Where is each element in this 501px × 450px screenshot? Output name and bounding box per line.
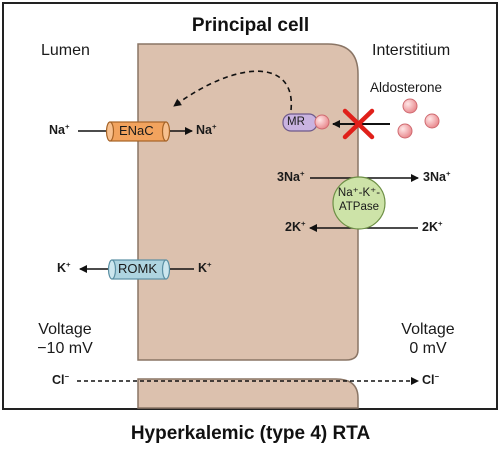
lumen-label: Lumen (41, 42, 90, 59)
lumen-voltage-value: −10 mV (37, 340, 93, 357)
ion-symbol: 2K (285, 220, 301, 234)
interstitium-voltage: Voltage 0 mV (392, 320, 464, 358)
bound-ligand (314, 114, 330, 130)
mr-label: MR (287, 116, 305, 128)
k2-in-label: 2K+ (422, 218, 443, 234)
block-x-icon (342, 108, 375, 140)
k2-out-label: 2K+ (285, 218, 306, 234)
pump-label-line1: Na⁺-K⁺- (337, 187, 381, 199)
k-out-label: K+ (57, 259, 71, 275)
cl-right-label: Cl− (422, 371, 440, 387)
aldosterone-label: Aldosterone (370, 80, 443, 95)
aldosterone-molecule (424, 113, 440, 129)
ion-symbol: K (198, 261, 208, 275)
ion-symbol: Cl (52, 373, 65, 387)
ion-symbol: 3Na (423, 170, 446, 184)
k-in-label: K+ (198, 259, 212, 275)
charge: + (207, 259, 212, 269)
charge: + (445, 168, 451, 178)
charge: − (434, 371, 440, 381)
lumen-voltage: Voltage −10 mV (29, 320, 101, 358)
mr-signal-arrow (173, 70, 292, 111)
interstitium-voltage-value: 0 mV (409, 340, 447, 357)
neighbor-cell (137, 378, 359, 409)
interstitium-voltage-label: Voltage (401, 321, 455, 338)
romk-cap-left (107, 259, 117, 280)
charge: + (211, 121, 217, 131)
lumen-voltage-label: Voltage (38, 321, 92, 338)
charge: + (66, 259, 71, 269)
romk-label: ROMK (118, 261, 157, 276)
ion-symbol: 2K (422, 220, 438, 234)
pump-label: Na⁺-K⁺- ATPase (333, 186, 385, 214)
principal-cell (137, 43, 359, 361)
ion-symbol: Na (49, 123, 65, 137)
enac-cap-left (105, 121, 115, 142)
enac-label: ENaC (119, 123, 154, 138)
na-in-label: Na+ (49, 121, 70, 137)
romk-cap-right (161, 259, 171, 280)
pump-label-line2: ATPase (338, 201, 380, 213)
diagram-caption: Hyperkalemic (type 4) RTA (130, 423, 371, 444)
diagram-title: Principal cell (191, 15, 310, 36)
charge: + (299, 168, 305, 178)
ion-symbol: Na (196, 123, 212, 137)
na-out-label: Na+ (196, 121, 217, 137)
cl-left-label: Cl− (52, 371, 70, 387)
ion-symbol: Cl (422, 373, 435, 387)
charge: − (64, 371, 70, 381)
enac-cap-right (161, 121, 171, 142)
aldosterone-molecule (397, 123, 413, 139)
na3-in-label: 3Na+ (277, 168, 305, 184)
charge: + (437, 218, 443, 228)
charge: + (64, 121, 70, 131)
ion-symbol: K (57, 261, 67, 275)
na3-out-label: 3Na+ (423, 168, 451, 184)
na-k-atpase-pump (332, 176, 386, 230)
charge: + (300, 218, 306, 228)
aldosterone-molecule (402, 98, 418, 114)
interstitium-label: Interstitium (372, 42, 451, 59)
ion-symbol: 3Na (277, 170, 300, 184)
